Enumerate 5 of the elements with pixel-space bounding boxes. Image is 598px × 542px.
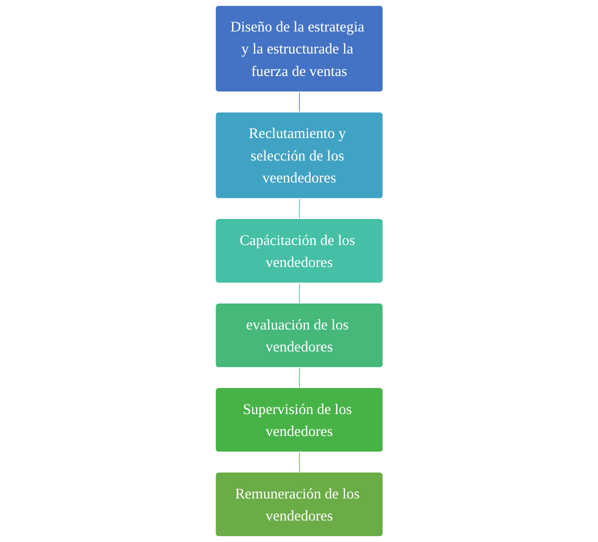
connector <box>298 283 300 304</box>
connector <box>298 368 300 388</box>
connector <box>298 198 300 220</box>
connector <box>298 452 300 473</box>
connector <box>298 92 300 113</box>
